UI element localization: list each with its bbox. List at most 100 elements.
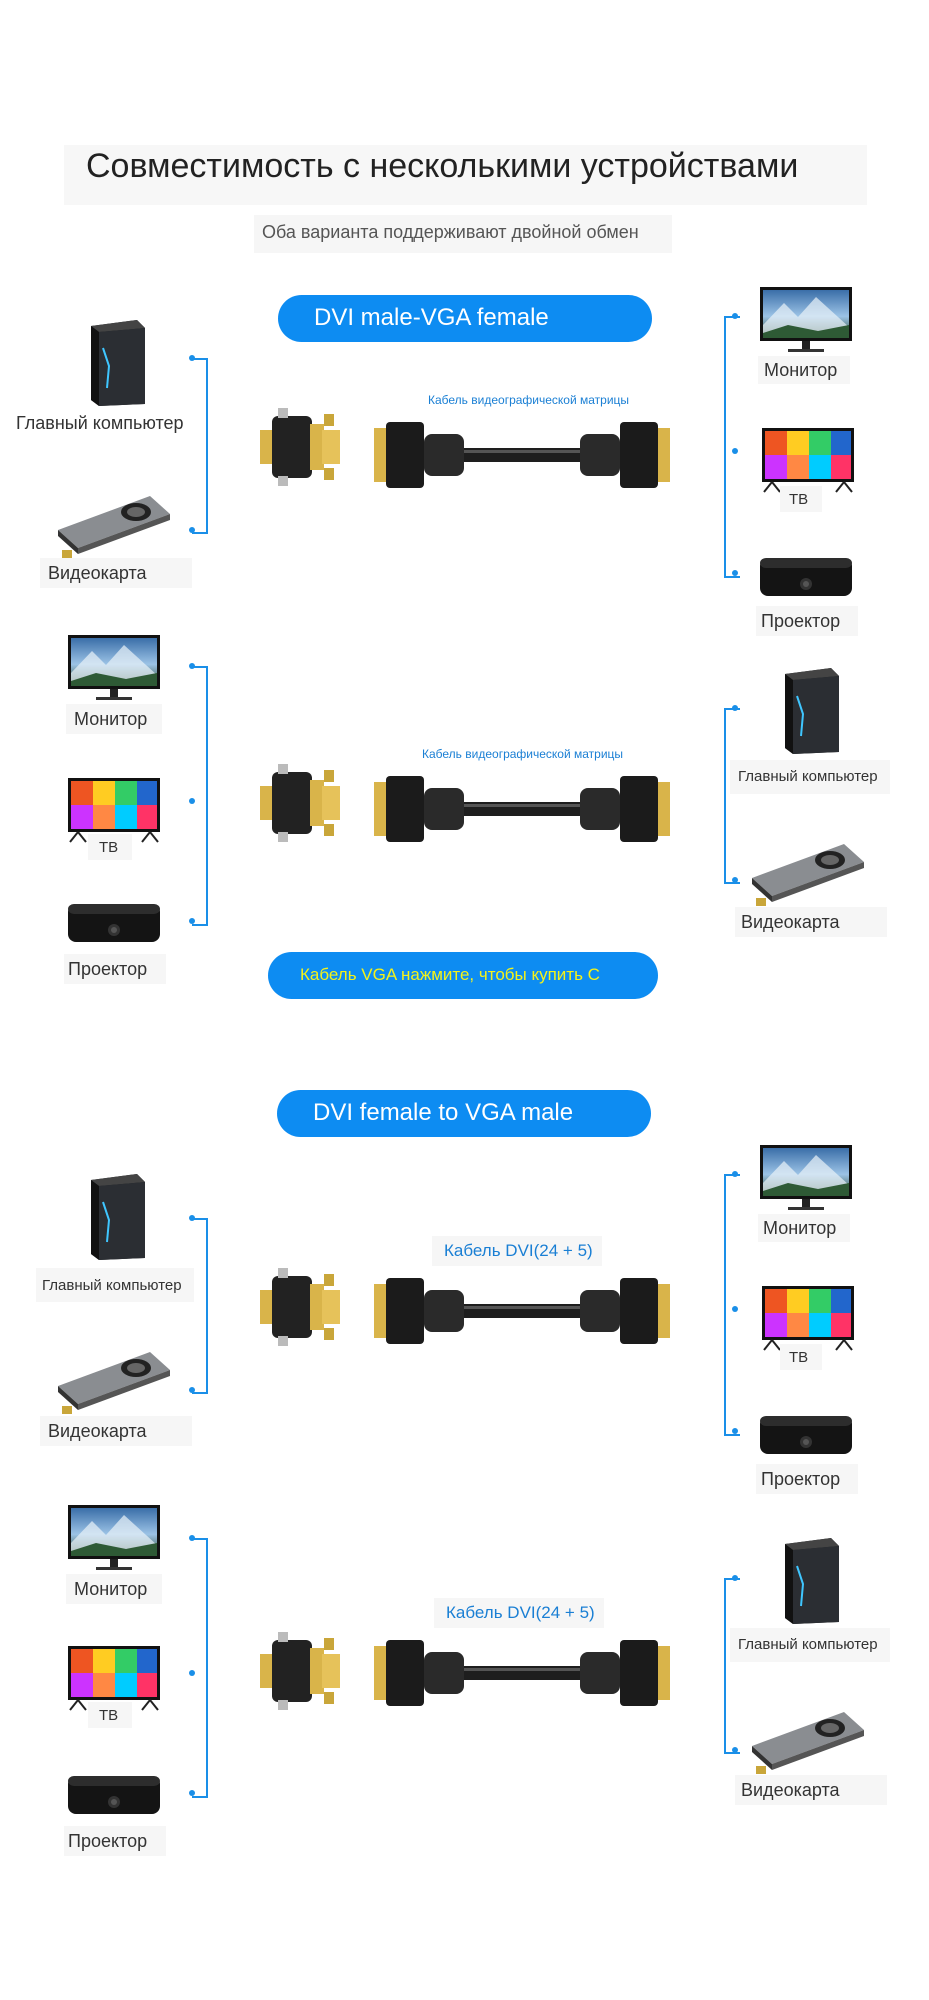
device-label: Главный компьютер [738, 768, 878, 785]
title-background [64, 145, 867, 205]
device-label: ТВ [99, 839, 119, 856]
dvi-vga-adapter-icon [258, 758, 348, 848]
label-background [730, 1628, 890, 1662]
connector-dot [189, 355, 195, 361]
pc-tower-icon [78, 318, 154, 408]
page-subtitle: Оба варианта поддерживают двойной обмен [262, 222, 639, 242]
cable-icon [372, 410, 672, 500]
connector-dot [189, 1215, 195, 1221]
dvi-vga-adapter-icon [258, 1262, 348, 1352]
section-pill-label: DVI male-VGA female [314, 304, 549, 331]
cable-icon [372, 1628, 672, 1718]
label-background [40, 1416, 192, 1446]
connector-dot [732, 448, 738, 454]
connector-dot [732, 1306, 738, 1312]
graphics-card-icon [54, 490, 174, 560]
connector-bracket [724, 1578, 740, 1754]
connector-dot [189, 663, 195, 669]
label-background [735, 907, 887, 937]
label-background [432, 1236, 602, 1266]
section-pill-label: DVI female to VGA male [313, 1099, 574, 1126]
device-label: Монитор [74, 1579, 148, 1599]
label-background [780, 486, 822, 512]
graphics-card-icon [748, 838, 868, 908]
device-label: Главный компьютер [42, 1277, 182, 1294]
label-background [780, 1344, 822, 1370]
label-background [735, 1775, 887, 1805]
pc-tower-icon [78, 1172, 154, 1262]
label-background [40, 558, 192, 588]
section-pill-dvi-female-vga-male: DVI female to VGA male [277, 1090, 651, 1137]
cable-icon [372, 764, 672, 854]
graphics-card-icon [54, 1346, 174, 1416]
buy-button-label: Кабель VGA нажмите, чтобы купить С [300, 965, 600, 984]
dvi-vga-adapter-icon [258, 1626, 348, 1716]
connector-dot [732, 1747, 738, 1753]
graphics-card-icon [748, 1706, 868, 1776]
cable-label: Кабель видеографической матрицы [422, 747, 624, 761]
cable-label: Кабель DVI(24 + 5) [446, 1603, 595, 1622]
projector-icon [756, 1410, 856, 1460]
connector-bracket [192, 1538, 208, 1798]
label-background [64, 1826, 166, 1856]
connector-dot [189, 527, 195, 533]
connector-dot [732, 313, 738, 319]
device-label: ТВ [99, 1707, 119, 1724]
connector-dot [732, 570, 738, 576]
label-background [88, 834, 132, 860]
connector-bracket [724, 316, 740, 578]
connector-dot [189, 1387, 195, 1393]
label-background [758, 1214, 850, 1242]
monitor-icon [66, 633, 162, 703]
device-label: Монитор [74, 709, 148, 729]
connector-dot [189, 798, 195, 804]
projector-icon [64, 1770, 164, 1820]
pc-tower-icon [772, 666, 848, 756]
device-label: Проектор [68, 959, 148, 979]
connector-dot [732, 1428, 738, 1434]
connector-dot [732, 1171, 738, 1177]
monitor-icon [758, 1143, 854, 1213]
label-background [758, 356, 850, 384]
label-background [434, 1598, 604, 1628]
buy-vga-cable-button[interactable]: Кабель VGA нажмите, чтобы купить С [268, 952, 658, 999]
cable-label: Кабель DVI(24 + 5) [444, 1241, 593, 1260]
connector-dot [732, 705, 738, 711]
label-background [88, 1702, 132, 1728]
label-background [36, 1268, 194, 1302]
device-label: Видеокарта [741, 912, 840, 932]
connector-dot [189, 1670, 195, 1676]
label-background [66, 704, 162, 734]
connector-dot [189, 1535, 195, 1541]
device-label: Видеокарта [741, 1780, 840, 1800]
label-background [730, 760, 890, 794]
pc-tower-icon [772, 1536, 848, 1626]
connector-dot [732, 1575, 738, 1581]
dvi-vga-adapter-icon [258, 402, 348, 492]
device-label: Видеокарта [48, 563, 147, 583]
page-title: Совместимость с несколькими устройствами [86, 147, 799, 185]
connector-bracket [192, 358, 208, 534]
device-label: Главный компьютер [16, 413, 184, 433]
device-label: Монитор [764, 360, 838, 380]
connector-bracket [192, 1218, 208, 1394]
device-label: Главный компьютер [738, 1636, 878, 1653]
device-label: ТВ [789, 1349, 809, 1366]
label-background [64, 954, 166, 984]
label-background [66, 1574, 162, 1604]
device-label: ТВ [789, 491, 809, 508]
device-label: Проектор [761, 1469, 841, 1489]
connector-dot [732, 877, 738, 883]
monitor-icon [66, 1503, 162, 1573]
connector-bracket [724, 708, 740, 884]
projector-icon [756, 552, 856, 602]
label-background [756, 606, 858, 636]
cable-label: Кабель видеографической матрицы [428, 393, 630, 407]
projector-icon [64, 898, 164, 948]
label-background [756, 1464, 858, 1494]
subtitle-background [254, 215, 672, 253]
device-label: Проектор [761, 611, 841, 631]
connector-bracket [724, 1174, 740, 1436]
cable-icon [372, 1266, 672, 1356]
monitor-icon [758, 285, 854, 355]
